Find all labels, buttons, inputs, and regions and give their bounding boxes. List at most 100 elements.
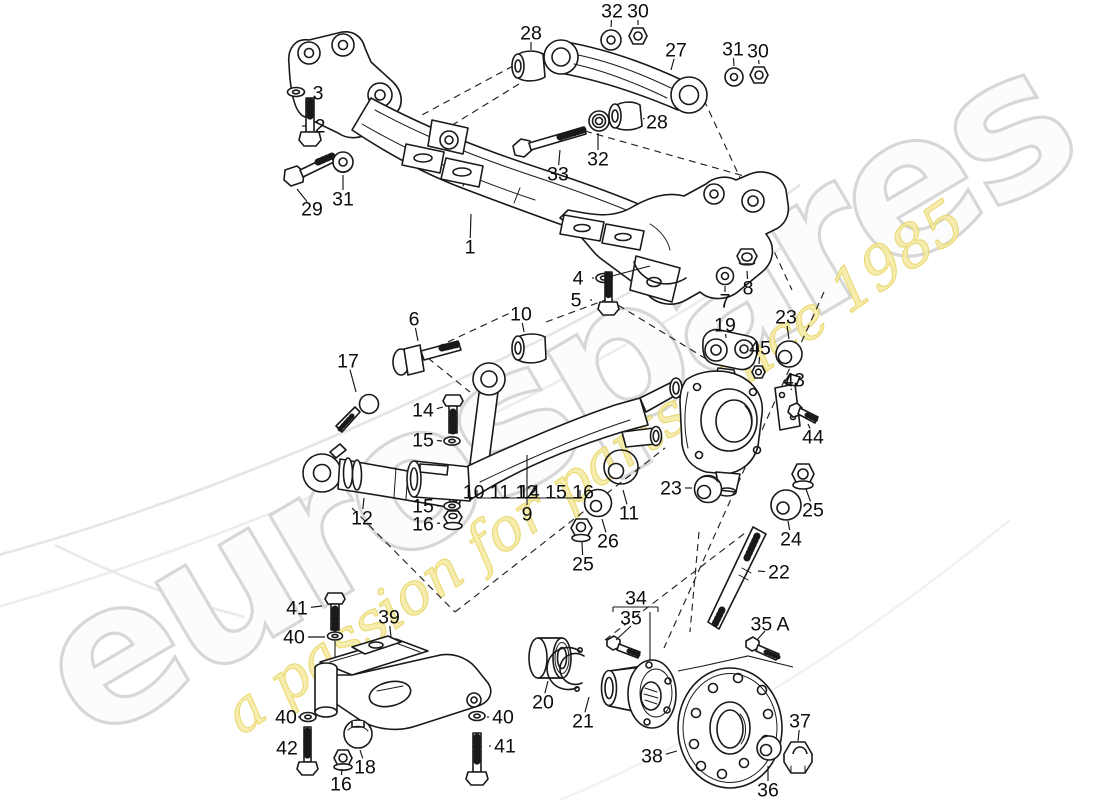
callout-38: 38 bbox=[641, 746, 663, 768]
leader-line-33 bbox=[558, 149, 561, 166]
bolt-44 bbox=[787, 402, 820, 424]
leader-line-21 bbox=[584, 696, 590, 713]
wheel-carrier-19 bbox=[679, 328, 764, 497]
nut-30-right bbox=[749, 66, 769, 84]
exploded-view-construction-lines bbox=[351, 65, 825, 649]
callout-45: 45 bbox=[749, 338, 771, 360]
callout-15: 15 bbox=[412, 496, 434, 518]
leader-line-29 bbox=[296, 188, 308, 203]
leader-line-32 bbox=[610, 19, 613, 28]
leader-line-22 bbox=[757, 570, 766, 573]
bushing-11 bbox=[603, 449, 639, 485]
callout-16: 16 bbox=[412, 514, 434, 536]
callout-30: 30 bbox=[627, 1, 649, 23]
leader-line-10 bbox=[521, 322, 525, 333]
seal-23-lower bbox=[693, 474, 723, 504]
callout-42: 42 bbox=[276, 738, 298, 760]
callout-20: 20 bbox=[532, 692, 554, 714]
callout-101112: 10 11 12 bbox=[463, 482, 537, 504]
callout-40: 40 bbox=[283, 627, 305, 649]
leader-line-25 bbox=[581, 541, 584, 556]
nut-45 bbox=[751, 365, 766, 379]
callout-40: 40 bbox=[492, 707, 514, 729]
bolt-41-top bbox=[324, 592, 346, 632]
bolt-33 bbox=[512, 126, 587, 158]
callout-19: 19 bbox=[714, 315, 736, 337]
callout-11: 11 bbox=[619, 503, 639, 525]
circlip-21 bbox=[546, 646, 585, 692]
washer-40-left bbox=[299, 711, 317, 723]
nut-25-right bbox=[791, 463, 815, 490]
callout-24: 24 bbox=[780, 529, 802, 551]
nut-16-bracket bbox=[333, 749, 353, 771]
callout-23: 23 bbox=[775, 307, 797, 329]
leader-line-6 bbox=[414, 327, 419, 342]
washer-15-lower bbox=[443, 500, 461, 511]
callout-40: 40 bbox=[275, 707, 297, 729]
stud-22 bbox=[707, 526, 767, 630]
callout-27: 27 bbox=[665, 40, 687, 62]
callout-32: 32 bbox=[587, 149, 609, 171]
bushing-28-lower bbox=[608, 101, 643, 131]
trailing-arm-9 bbox=[406, 362, 683, 502]
leader-line-11 bbox=[622, 489, 628, 505]
callout-39: 39 bbox=[378, 607, 400, 629]
leader-line-15 bbox=[436, 439, 443, 442]
leader-line-45 bbox=[758, 356, 761, 365]
callout-brackets bbox=[334, 265, 794, 672]
leader-line-39 bbox=[389, 625, 392, 638]
callout-12: 12 bbox=[351, 508, 373, 530]
leader-line-37 bbox=[797, 729, 800, 742]
callout-43: 43 bbox=[783, 370, 805, 392]
mount-bracket-39 bbox=[314, 635, 492, 731]
callout-25: 25 bbox=[572, 554, 594, 576]
callout-29: 29 bbox=[301, 199, 323, 221]
washer-15-upper bbox=[443, 435, 461, 446]
bolt-41-right bbox=[465, 732, 489, 786]
callout-23: 23 bbox=[660, 478, 682, 500]
callout-2: 2 bbox=[315, 116, 326, 138]
callout-1: 1 bbox=[465, 237, 476, 259]
buffer-18 bbox=[343, 719, 373, 749]
nut-25-arm bbox=[570, 518, 593, 543]
callout-31: 31 bbox=[332, 189, 354, 211]
washer-26 bbox=[583, 488, 613, 518]
callout-31: 31 bbox=[722, 39, 744, 61]
washer-7 bbox=[715, 266, 735, 286]
callout-35A: 35 A bbox=[750, 614, 789, 636]
leader-line-18 bbox=[359, 749, 364, 759]
callout-141516: 14 15 16 bbox=[518, 482, 594, 504]
callout-25: 25 bbox=[802, 500, 824, 522]
leader-line-31 bbox=[732, 57, 735, 67]
callout-28: 28 bbox=[646, 112, 668, 134]
callout-10: 10 bbox=[510, 304, 532, 326]
callout-35: 35 bbox=[620, 608, 642, 630]
callout-7: 7 bbox=[720, 291, 731, 313]
leader-line-14 bbox=[436, 406, 444, 410]
washer-32-lower bbox=[588, 110, 610, 132]
leader-line-24 bbox=[787, 520, 791, 531]
callout-8: 8 bbox=[743, 278, 754, 300]
leader-line-41 bbox=[310, 605, 323, 608]
callout-22: 22 bbox=[768, 562, 790, 584]
bolt-29 bbox=[283, 152, 336, 187]
nut-37 bbox=[783, 741, 813, 774]
callout-14: 14 bbox=[412, 400, 434, 422]
callout-34: 34 bbox=[625, 588, 647, 610]
bracket-43 bbox=[774, 373, 801, 431]
callout-41: 41 bbox=[494, 736, 516, 758]
callout-37: 37 bbox=[789, 711, 811, 733]
nut-16-arm bbox=[443, 510, 463, 531]
callout-26: 26 bbox=[597, 531, 619, 553]
leader-line-44 bbox=[807, 423, 811, 429]
leader-line-23 bbox=[786, 325, 790, 340]
bolt-2 bbox=[298, 97, 322, 147]
callout-15: 15 bbox=[412, 430, 434, 452]
leader-line-25 bbox=[805, 488, 812, 502]
washer-40-top bbox=[326, 631, 344, 641]
leader-line-27 bbox=[670, 58, 675, 71]
leader-line-26 bbox=[601, 518, 607, 533]
diagram-line-art bbox=[283, 27, 820, 789]
